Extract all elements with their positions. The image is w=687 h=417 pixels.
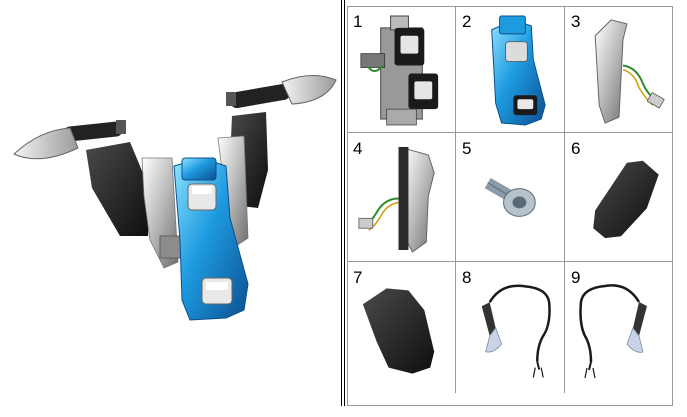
parts-grid: 1 2 3 4 bbox=[347, 6, 673, 406]
part-number: 8 bbox=[462, 268, 472, 287]
part-number: 1 bbox=[353, 12, 363, 31]
motorcycle-rear-light-assembly-icon bbox=[13, 75, 337, 321]
led-turn-signal-left-icon bbox=[481, 284, 551, 378]
black-side-panel-alt-icon bbox=[362, 288, 435, 374]
blue-tail-light-housing-icon bbox=[491, 15, 546, 126]
led-turn-signal-right-icon bbox=[579, 284, 647, 379]
screw-with-washer-icon bbox=[484, 177, 536, 217]
part-cell-2: 2 bbox=[456, 6, 565, 133]
part-number: 6 bbox=[571, 139, 581, 158]
assembly-illustration bbox=[0, 0, 340, 412]
part-number: 9 bbox=[571, 268, 581, 287]
part-number: 2 bbox=[462, 12, 472, 31]
part-cell-3: 3 bbox=[565, 6, 673, 133]
part-cell-1: 1 bbox=[347, 6, 456, 133]
part-cell-6: 6 bbox=[565, 133, 673, 262]
part-number: 4 bbox=[353, 139, 363, 158]
part-number: 7 bbox=[353, 268, 363, 287]
part-cell-8: 8 bbox=[456, 262, 565, 393]
part-cell-9: 9 bbox=[565, 262, 673, 393]
part-cell-4: 4 bbox=[347, 133, 456, 262]
metal-bracket-with-lamps-icon bbox=[360, 15, 439, 126]
chrome-side-cover-with-wires-icon bbox=[594, 19, 665, 124]
chrome-side-cover-with-wires-alt-icon bbox=[358, 146, 435, 253]
divider-line-2 bbox=[344, 0, 345, 406]
part-cell-7: 7 bbox=[347, 262, 456, 393]
part-cell-5: 5 bbox=[456, 133, 565, 262]
black-side-panel-icon bbox=[593, 160, 659, 239]
divider-line bbox=[341, 0, 342, 406]
part-number: 5 bbox=[462, 139, 472, 158]
part-number: 3 bbox=[571, 12, 581, 31]
